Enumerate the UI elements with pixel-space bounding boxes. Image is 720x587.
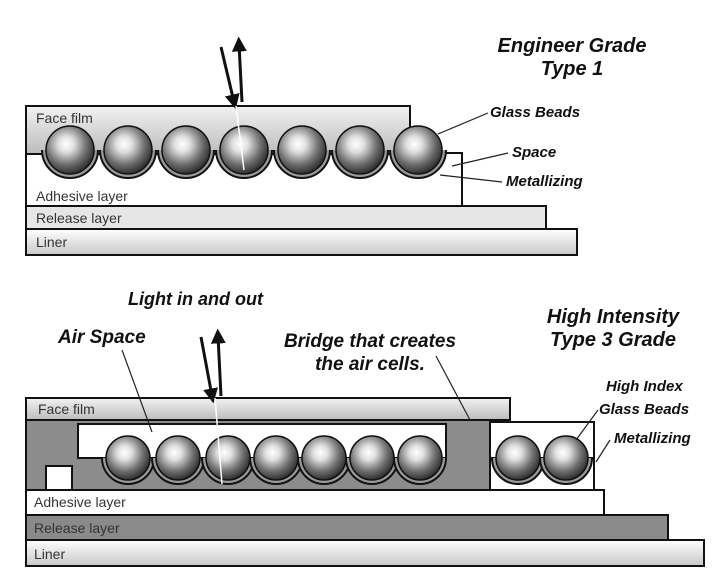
bottom-glass-bead: [397, 435, 443, 481]
top-diagram: Liner Release layer Adhesive layer Face …: [25, 35, 647, 256]
bottom-face-film-label: Face film: [38, 401, 95, 417]
top-glass-beads-leader: [437, 112, 489, 135]
top-glass-beads: [45, 125, 443, 175]
bottom-metallizing-leader: [595, 439, 611, 463]
top-liner-label: Liner: [36, 234, 67, 250]
bottom-glass-bead: [301, 435, 347, 481]
bottom-face-film-layer: [25, 397, 511, 421]
top-glass-bead: [219, 125, 269, 175]
top-glass-bead: [161, 125, 211, 175]
bottom-liner-layer: [25, 539, 705, 567]
high-index-leader: [575, 409, 599, 441]
bottom-glass-bead: [495, 435, 541, 481]
top-glass-bead: [45, 125, 95, 175]
top-heading-line2: Type 1: [541, 58, 604, 80]
top-glass-bead: [277, 125, 327, 175]
bottom-glass-bead: [105, 435, 151, 481]
bottom-release-layer: [25, 514, 669, 541]
top-glass-bead: [103, 125, 153, 175]
bottom-light-path: [214, 397, 223, 485]
bottom-glass-bead: [253, 435, 299, 481]
top-face-film-label: Face film: [36, 110, 93, 126]
top-glass-bead: [335, 125, 385, 175]
bottom-glass-bead: [205, 435, 251, 481]
bottom-glass-beads: [105, 435, 589, 481]
top-adhesive-label: Adhesive layer: [36, 188, 128, 204]
bottom-release-label: Release layer: [34, 520, 120, 536]
top-light-in-arrow: [219, 46, 240, 110]
bottom-liner-label: Liner: [34, 546, 65, 562]
bottom-left-air-gap: [45, 465, 73, 491]
top-light-out-arrow: [231, 36, 247, 103]
top-heading-line1: Engineer Grade: [498, 35, 647, 57]
bridge-label-line2: the air cells.: [315, 354, 425, 375]
bottom-heading-line1: High Intensity: [547, 306, 680, 328]
bottom-adhesive-label: Adhesive layer: [34, 494, 126, 510]
bottom-light-in-arrow: [199, 336, 218, 404]
bottom-light-out-arrow: [210, 328, 226, 397]
air-space-leader: [121, 349, 153, 433]
top-glass-beads-callout: Glass Beads: [490, 104, 580, 121]
bottom-heading-line2: Type 3 Grade: [550, 329, 676, 351]
light-in-and-out-label: Light in and out: [128, 289, 264, 309]
high-index-callout-line1: High Index: [606, 378, 683, 395]
bridge-label-line1: Bridge that creates: [284, 331, 456, 352]
top-space-callout: Space: [512, 144, 556, 161]
bottom-diagram: Liner Release layer Adhesive layer Face …: [25, 289, 705, 567]
top-release-label: Release layer: [36, 210, 122, 226]
bottom-metallizing-callout: Metallizing: [614, 430, 691, 447]
high-index-callout-line2: Glass Beads: [599, 401, 689, 418]
top-metallizing-leader: [439, 174, 503, 183]
top-glass-bead: [393, 125, 443, 175]
top-space-leader: [451, 152, 509, 167]
top-liner-layer: [25, 228, 578, 256]
bridge-leader: [435, 355, 471, 421]
top-metallizing-callout: Metallizing: [506, 173, 583, 190]
bottom-glass-bead: [543, 435, 589, 481]
bottom-glass-bead: [349, 435, 395, 481]
air-space-label: Air Space: [57, 327, 146, 348]
bottom-glass-bead: [155, 435, 201, 481]
top-light-path: [235, 105, 245, 171]
